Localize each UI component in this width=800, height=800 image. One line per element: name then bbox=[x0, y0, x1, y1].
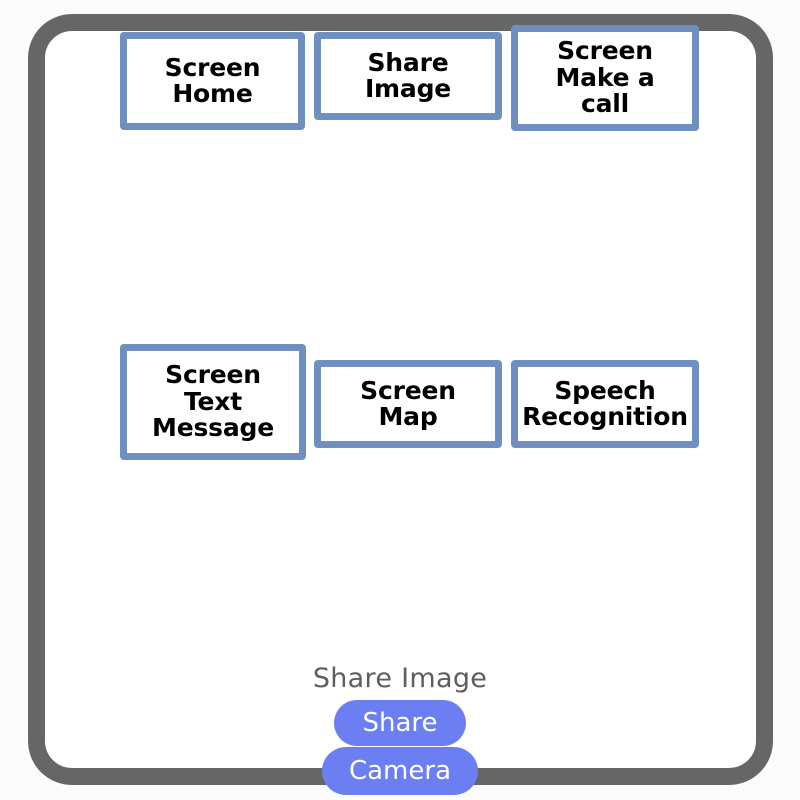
camera-button[interactable]: Camera bbox=[322, 747, 478, 795]
flow-box-share-image[interactable]: Share Image bbox=[314, 32, 502, 120]
flow-box-screen-map-label: Screen Map bbox=[360, 375, 456, 431]
share-button[interactable]: Share bbox=[334, 700, 466, 746]
flow-box-speech-recognition[interactable]: Speech Recognition bbox=[511, 360, 699, 448]
flow-box-screen-home-label: Screen Home bbox=[164, 52, 261, 108]
flow-box-screen-text-message[interactable]: Screen Text Message bbox=[120, 344, 306, 460]
flow-box-screen-map[interactable]: Screen Map bbox=[314, 360, 502, 448]
flow-box-screen-home[interactable]: Screen Home bbox=[120, 32, 305, 130]
flow-box-make-a-call-label: Screen Make a call bbox=[555, 36, 655, 119]
flow-box-share-image-label: Share Image bbox=[364, 47, 452, 103]
flow-box-screen-text-message-label: Screen Text Message bbox=[152, 360, 274, 443]
share-sheet: Share Image Share Camera bbox=[0, 663, 800, 795]
flow-box-make-a-call[interactable]: Screen Make a call bbox=[511, 25, 699, 131]
share-sheet-title: Share Image bbox=[312, 663, 488, 694]
flow-box-speech-recognition-label: Speech Recognition bbox=[522, 375, 688, 431]
